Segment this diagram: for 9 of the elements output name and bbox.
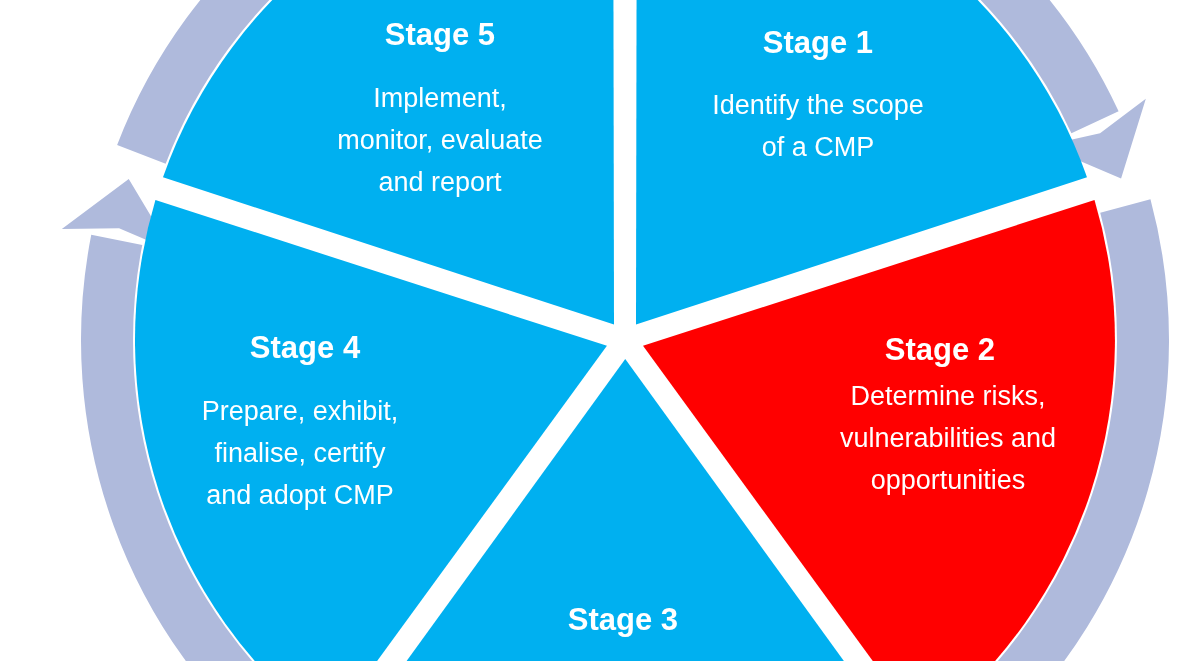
stage-description: Determine risks, vulnerabilities and opportunities [838,380,1058,497]
stage-heading: Stage 5 [383,17,497,53]
stage-heading: Stage 4 [248,330,362,366]
stage-heading: Stage 3 [566,602,680,638]
stage-heading: Stage 2 [883,332,997,368]
stage-heading: Stage 1 [761,25,875,61]
stage-description: Prepare, exhibit, finalise, certify and adopt CMP [200,395,400,512]
stage-description: Identify the scope of a CMP [711,89,925,164]
stage-description: Implement, monitor, evaluate and report [336,82,544,199]
